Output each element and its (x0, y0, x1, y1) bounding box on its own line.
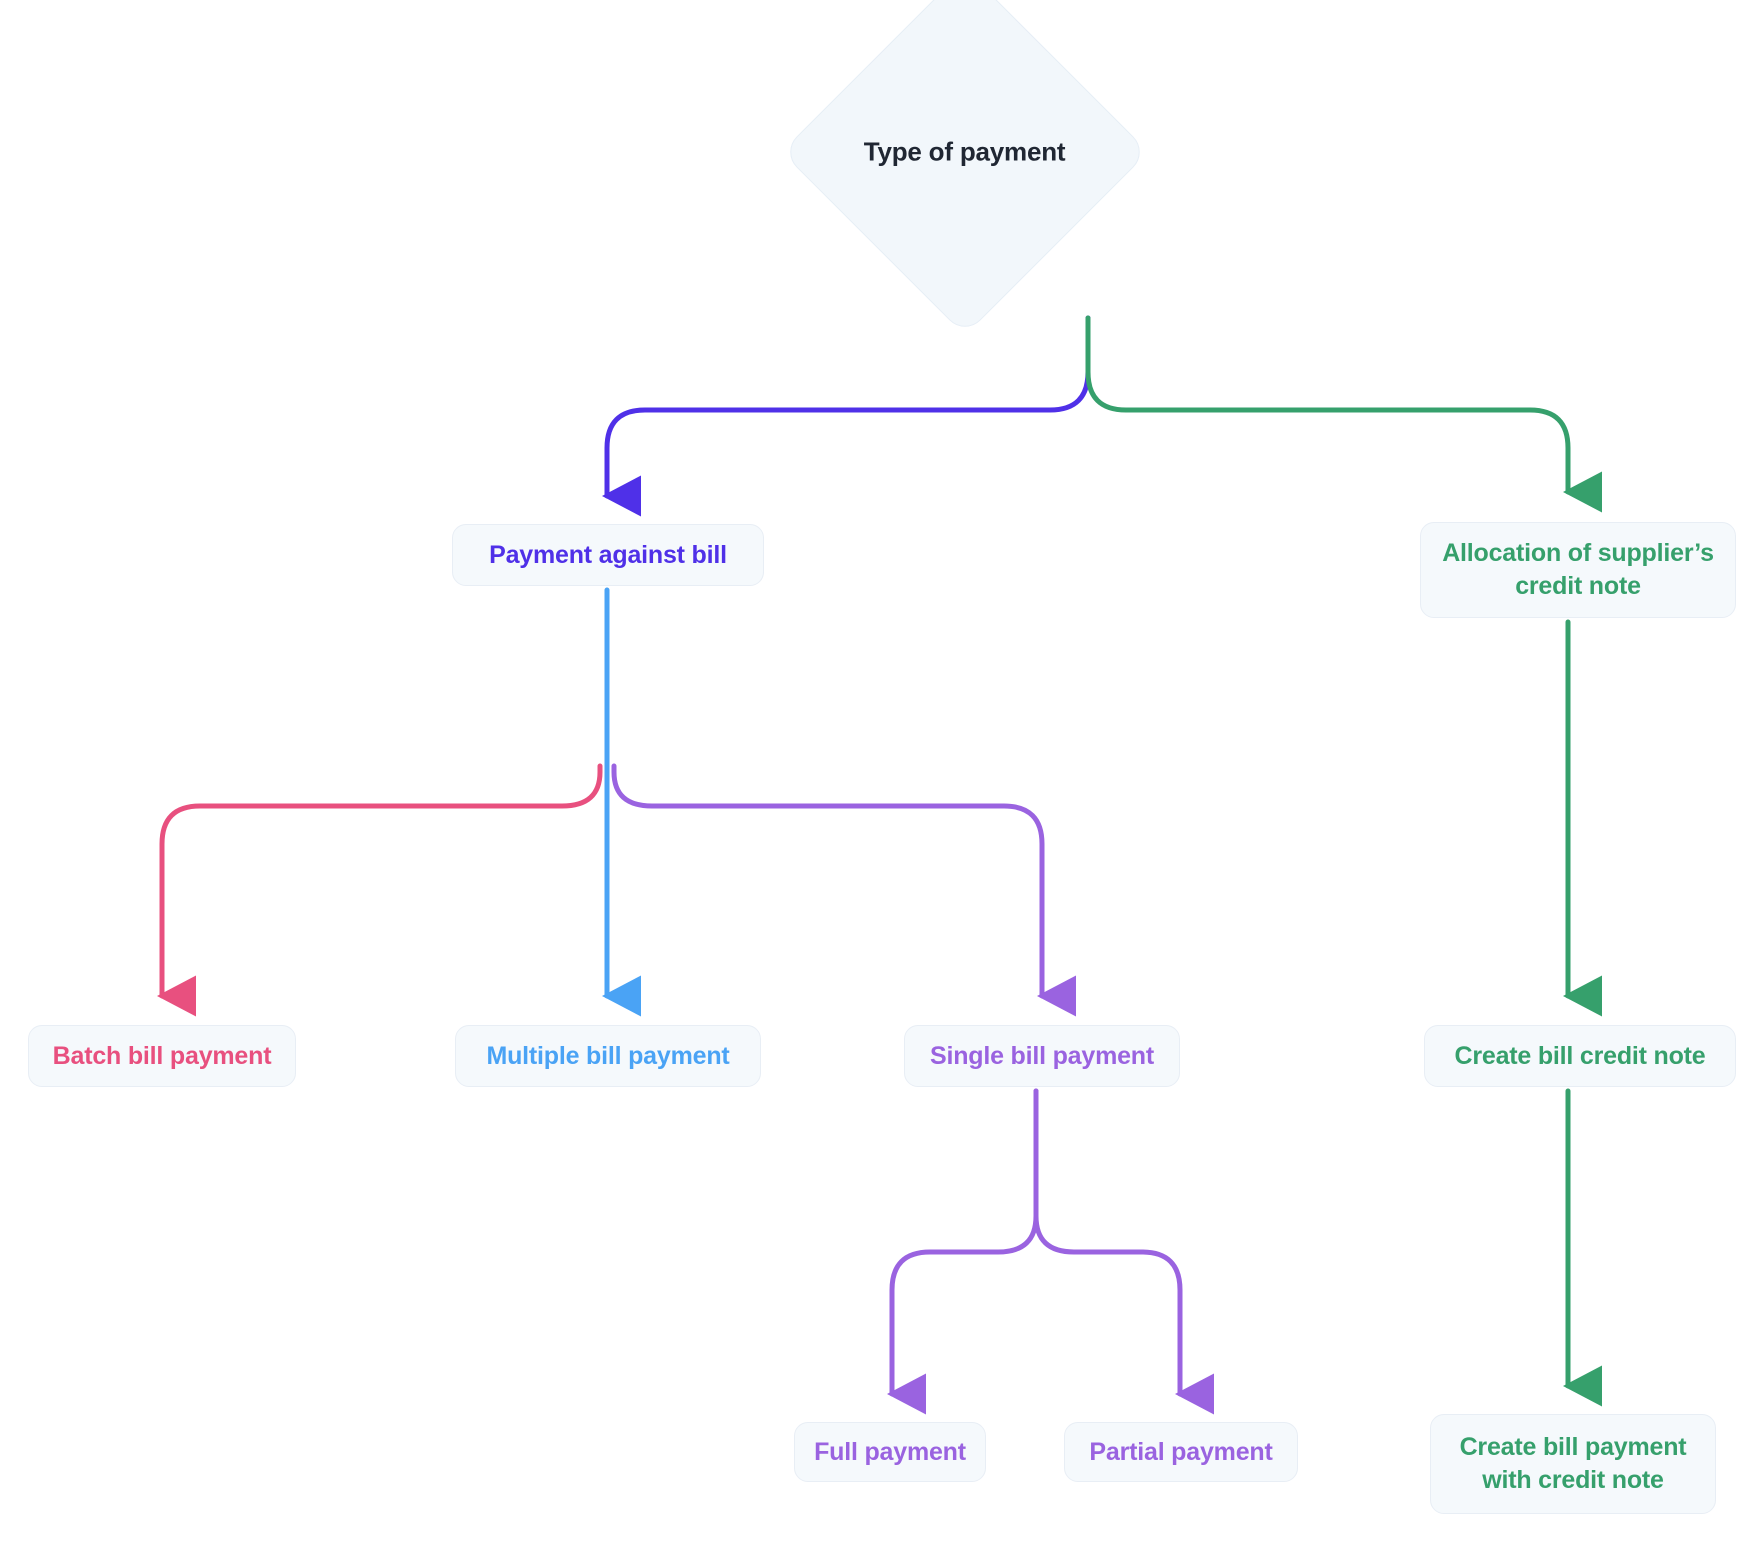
node-partial-payment[interactable]: Partial payment (1064, 1422, 1298, 1482)
edge-root-to-allocation (1085, 315, 1603, 513)
node-batch-bill-payment[interactable]: Batch bill payment (28, 1025, 296, 1087)
node-create-bill-payment-with-credit-note[interactable]: Create bill payment with credit note (1430, 1414, 1716, 1514)
node-multiple-bill-payment[interactable]: Multiple bill payment (455, 1025, 761, 1087)
edge-root-to-payment-against-bill (602, 315, 1091, 517)
edge-single-to-partial (1033, 1088, 1215, 1415)
edge-payment-to-batch (157, 763, 603, 1017)
node-batch-bill-payment-label: Batch bill payment (52, 1041, 272, 1070)
node-full-payment[interactable]: Full payment (794, 1422, 986, 1482)
node-full-payment-label: Full payment (814, 1437, 966, 1466)
node-partial-payment-label: Partial payment (1089, 1437, 1273, 1466)
node-single-bill-payment[interactable]: Single bill payment (904, 1025, 1180, 1087)
node-allocation-of-suppliers-credit-note[interactable]: Allocation of supplier’s credit note (1420, 522, 1736, 618)
node-type-of-payment-label: Type of payment (864, 136, 1066, 167)
node-create-bill-payment-with-credit-note-label: Create bill payment with credit note (1459, 1433, 1687, 1494)
node-allocation-of-suppliers-credit-note-label: Allocation of supplier’s credit note (1442, 539, 1714, 600)
edge-single-to-full (887, 1088, 1039, 1415)
node-create-bill-credit-note[interactable]: Create bill credit note (1424, 1025, 1736, 1087)
node-single-bill-payment-label: Single bill payment (929, 1041, 1155, 1070)
node-type-of-payment[interactable]: Type of payment (781, 0, 1149, 336)
node-create-bill-credit-note-label: Create bill credit note (1454, 1041, 1706, 1070)
node-payment-against-bill-label: Payment against bill (489, 540, 727, 569)
node-payment-against-bill[interactable]: Payment against bill (452, 524, 764, 586)
node-multiple-bill-payment-label: Multiple bill payment (486, 1041, 730, 1070)
edge-payment-to-single (611, 763, 1077, 1017)
